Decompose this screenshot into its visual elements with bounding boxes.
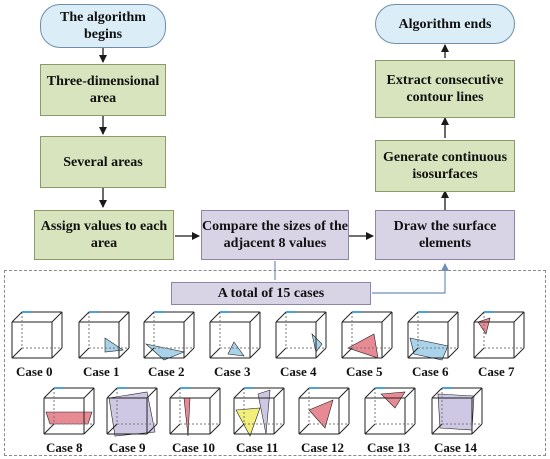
case-7-thumbnail <box>470 308 528 371</box>
case-2-thumbnail <box>140 308 198 371</box>
several-label: Several areas <box>63 154 143 170</box>
case-8-label: Case 8 <box>46 440 83 455</box>
case-12-thumbnail <box>295 384 353 447</box>
generate-label: Generate continuous isosurfaces <box>382 150 508 182</box>
case-1-cube-icon <box>78 311 130 359</box>
case-5-thumbnail <box>338 308 396 371</box>
compare-label: Compare the sizes of the adjacent 8 valu… <box>202 219 348 251</box>
case-10-cube-icon <box>169 387 221 437</box>
three-dim-node: Three-dimensional area <box>40 64 166 116</box>
case-11-thumbnail <box>230 384 288 447</box>
case-3-label: Case 3 <box>214 364 251 379</box>
case-11-label: Case 11 <box>236 440 279 455</box>
case-3-thumbnail <box>206 308 264 371</box>
generate-node: Generate continuous isosurfaces <box>375 140 515 192</box>
case-1-label: Case 1 <box>83 364 120 379</box>
case-5-label: Case 5 <box>346 364 383 379</box>
case-14-label: Case 14 <box>434 440 477 455</box>
case-12-cube-icon <box>298 387 350 435</box>
case-4-thumbnail <box>272 308 330 371</box>
case-2-label: Case 2 <box>148 364 185 379</box>
case-1-thumbnail <box>75 308 133 371</box>
case-2-cube-icon <box>143 311 195 361</box>
case-13-cube-icon <box>364 387 416 435</box>
case-12-label: Case 12 <box>301 440 344 455</box>
three-dim-label: Three-dimensional area <box>46 74 160 106</box>
case-4-cube-icon <box>275 311 327 359</box>
case-4-label: Case 4 <box>280 364 317 379</box>
case-9-thumbnail <box>103 384 161 447</box>
total-cases-label: A total of 15 cases <box>217 286 325 301</box>
case-3-cube-icon <box>209 311 261 359</box>
case-13-label: Case 13 <box>367 440 410 455</box>
case-9-label: Case 9 <box>109 440 146 455</box>
case-6-label: Case 6 <box>412 364 449 379</box>
extract-node: Extract consecutive contour lines <box>375 60 515 118</box>
case-0-label: Case 0 <box>16 364 53 379</box>
end-node: Algorithm ends <box>375 4 515 44</box>
case-8-thumbnail <box>40 384 98 447</box>
case-10-thumbnail <box>166 384 224 447</box>
case-0-thumbnail <box>8 308 66 371</box>
assign-node: Assign values to each area <box>34 210 174 260</box>
total-cases-node: A total of 15 cases <box>171 282 371 305</box>
case-11-cube-icon <box>233 387 285 437</box>
case-6-thumbnail <box>404 308 462 371</box>
case-6-cube-icon <box>407 311 459 361</box>
draw-node: Draw the surface elements <box>375 210 515 260</box>
end-label: Algorithm ends <box>398 16 492 32</box>
several-node: Several areas <box>40 136 166 188</box>
case-0-cube-icon <box>11 311 63 359</box>
case-14-cube-icon <box>431 387 483 435</box>
case-14-thumbnail <box>428 384 486 447</box>
case-9-cube-icon <box>106 387 158 437</box>
case-8-cube-icon <box>43 387 95 435</box>
case-7-label: Case 7 <box>478 364 515 379</box>
compare-node: Compare the sizes of the adjacent 8 valu… <box>201 210 349 260</box>
start-node: The algorithm begins <box>40 4 166 48</box>
extract-label: Extract consecutive contour lines <box>386 73 504 105</box>
draw-label: Draw the surface elements <box>393 219 497 251</box>
assign-label: Assign values to each area <box>40 219 168 251</box>
case-13-thumbnail <box>361 384 419 447</box>
case-7-cube-icon <box>473 311 525 359</box>
connector-total-to-draw <box>372 263 449 294</box>
case-5-cube-icon <box>341 311 393 359</box>
cases-container <box>4 270 546 456</box>
start-label: The algorithm begins <box>60 10 146 42</box>
case-10-label: Case 10 <box>172 440 215 455</box>
